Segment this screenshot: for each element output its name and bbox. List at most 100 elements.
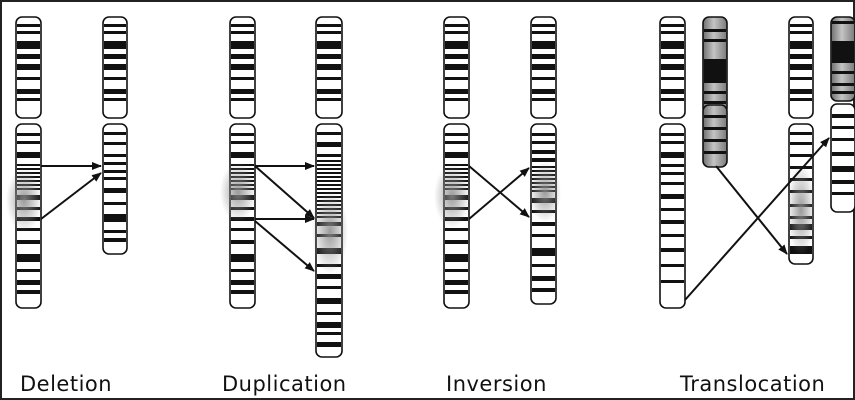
chromosome-band: [231, 31, 254, 34]
chromosome-band: [832, 166, 854, 172]
chromosome-band: [532, 31, 555, 34]
chromosome-band: [317, 64, 341, 70]
chromosome-band: [661, 164, 684, 167]
chromosome-band: [532, 89, 555, 94]
chromosome-band: [661, 141, 684, 144]
chromosome-band: [661, 54, 684, 59]
duplication-normal-p-arm: [229, 16, 256, 119]
chromosome-band: [832, 91, 854, 94]
chromosome-band: [17, 254, 40, 262]
chromosome-band: [445, 290, 468, 294]
chromosome-band: [317, 176, 341, 178]
chromosome-band: [317, 274, 341, 279]
chromosome-band: [104, 177, 126, 180]
chromosome-band: [532, 222, 555, 226]
chromosome-band: [445, 280, 468, 285]
translocation-derivative-b-p-arm: [830, 16, 855, 102]
chromosome-band: [661, 98, 684, 101]
chromosome-band: [661, 41, 684, 49]
chromosome-band: [832, 21, 854, 24]
chromosome-band: [231, 269, 254, 272]
chromosome-band: [445, 77, 468, 80]
chromosome-band: [231, 133, 254, 136]
chromosome-band: [661, 208, 684, 211]
chromosome-band: [17, 240, 40, 244]
inversion-label: Inversion: [446, 372, 547, 396]
chromosome-band: [17, 152, 40, 158]
inversion-highlight-source: [434, 164, 470, 228]
chromosome-band: [17, 141, 40, 144]
chromosome-band: [832, 180, 854, 184]
chromosome-band: [445, 152, 468, 158]
chromosome-band: [231, 141, 254, 144]
chromosome-band: [231, 54, 254, 59]
inversion-arrow-down: [468, 165, 530, 218]
chromosome-band: [104, 77, 126, 80]
chromosome-band: [17, 290, 40, 294]
chromosome-band: [231, 290, 254, 294]
chromosome-band: [832, 138, 854, 141]
chromosome-band: [532, 264, 555, 267]
duplication-highlight-source: [220, 162, 256, 222]
chromosome-band: [17, 168, 40, 170]
chromosome-band: [104, 89, 126, 94]
chromosome-band: [661, 172, 684, 175]
chromosome-band: [704, 127, 726, 130]
chromosome-band: [231, 89, 254, 94]
chromosome-band: [790, 98, 812, 101]
duplication-mutant-p-arm: [315, 16, 343, 119]
chromosome-band: [704, 139, 726, 142]
chromosome-band: [231, 254, 254, 262]
chromosome-band: [104, 98, 126, 101]
chromosome-band: [790, 132, 812, 135]
chromosome-band: [532, 41, 555, 49]
chromosome-band: [532, 288, 555, 292]
chromosome-band: [661, 182, 684, 185]
chromosome-band: [231, 41, 254, 49]
deletion-highlight: [6, 168, 42, 232]
chromosome-band: [445, 89, 468, 94]
chromosome-band: [104, 230, 126, 233]
chromosome-band: [445, 24, 468, 27]
chromosome-band: [104, 24, 126, 27]
chromosome-band: [231, 228, 254, 231]
chromosome-band: [532, 150, 555, 154]
chromosome-band: [532, 158, 555, 162]
deletion-label: Deletion: [20, 372, 113, 396]
chromosome-band: [704, 151, 726, 154]
translocation-chrom-b-p-arm: [702, 16, 728, 115]
duplication-highlight-target: [312, 190, 348, 274]
chromosome-band: [790, 41, 812, 49]
chromosome-band: [317, 89, 341, 94]
duplication-arrow-4: [254, 220, 315, 272]
chromosome-band: [231, 64, 254, 70]
chromosome-band: [661, 133, 684, 136]
inversion-highlight-target: [529, 162, 561, 222]
chromosome-band: [17, 77, 40, 80]
deletion-mutant-p-arm: [102, 16, 128, 119]
chromosome-band: [532, 141, 555, 144]
chromosome-band: [661, 264, 684, 267]
chromosome-band: [445, 269, 468, 272]
chromosome-band: [104, 132, 126, 135]
chromosome-band: [704, 91, 726, 94]
chromosome-band: [104, 202, 126, 205]
chromosome-band: [661, 24, 684, 27]
chromosome-band: [17, 280, 40, 285]
chromosome-band: [790, 142, 812, 145]
chromosome-band: [104, 154, 126, 157]
chromosome-band: [104, 214, 126, 222]
chromosome-band: [317, 160, 341, 162]
chromosome-band: [832, 83, 854, 86]
chromosome-band: [790, 64, 812, 70]
chromosome-band: [532, 234, 555, 237]
deletion-arrow-lower: [40, 172, 102, 220]
duplication-label: Duplication: [222, 372, 347, 396]
chromosome-band: [317, 298, 341, 304]
chromosome-band: [104, 31, 126, 34]
deletion-normal-p-arm: [15, 16, 42, 119]
chromosome-band: [317, 322, 341, 328]
chromosome-band: [790, 31, 812, 34]
chromosome-band: [104, 162, 126, 165]
